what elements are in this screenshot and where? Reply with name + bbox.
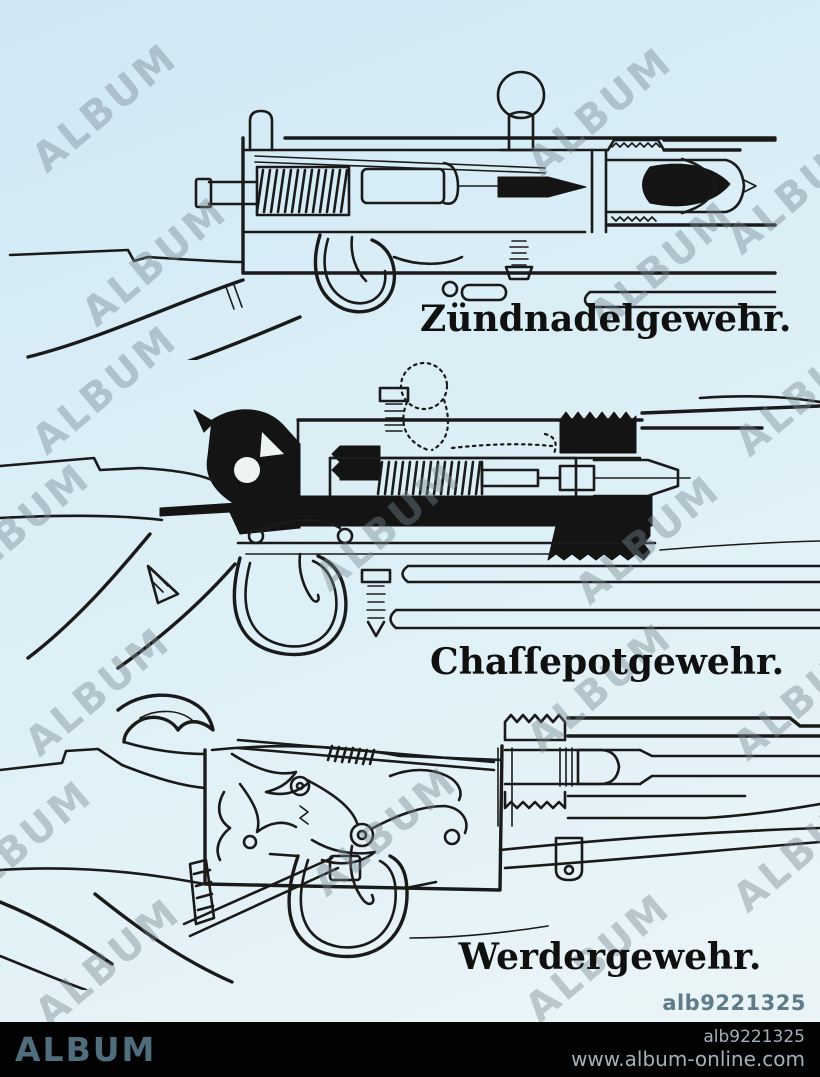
footer-credits: alb9221325 www.album-online.com bbox=[571, 1028, 805, 1071]
caption-werdergewehr: Werdergewehr. bbox=[458, 936, 762, 978]
footer-website: www.album-online.com bbox=[571, 1046, 805, 1071]
werder-diagram bbox=[0, 693, 820, 990]
needle-gun-diagram bbox=[8, 70, 777, 360]
chassepot-diagram bbox=[0, 361, 820, 670]
album-logo: ALBUM bbox=[15, 1030, 157, 1069]
caption-chassepotgewehr: Chaſſepotgewehr. bbox=[430, 641, 785, 683]
footer-image-id: alb9221325 bbox=[703, 1027, 805, 1048]
image-id-overlay: alb9221325 bbox=[662, 991, 806, 1015]
caption-zuendnadelgewehr: Zündnadelgewehr. bbox=[420, 298, 792, 340]
footer-bar: ALBUM alb9221325 www.album-online.com bbox=[0, 1022, 820, 1077]
